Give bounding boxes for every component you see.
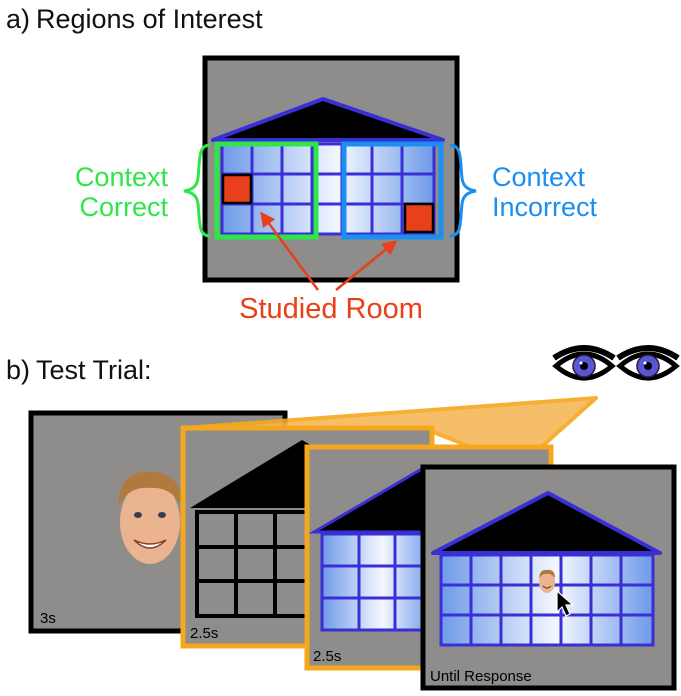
roi-context-correct [214, 141, 319, 240]
context-incorrect-label-1: Context [492, 162, 586, 192]
panel-a-letter: a) [6, 4, 30, 34]
panel-a-title: Regions of Interest [36, 4, 263, 34]
panel-a: a) Regions of Interest [6, 4, 598, 325]
frame-response: Until Response [420, 464, 677, 691]
studied-room-left [221, 173, 253, 205]
studied-room-label: Studied Room [239, 293, 423, 325]
duration-label-2: 2.5s [190, 625, 218, 642]
mouse-cursor-icon [556, 589, 575, 617]
panel-b: b) Test Trial: 3s [6, 345, 680, 691]
arrow-to-left-room [260, 211, 320, 291]
eye-icon [552, 345, 616, 381]
studied-room-right [403, 202, 435, 234]
room-grid-a [220, 142, 436, 236]
duration-label-3: 2.5s [313, 648, 341, 665]
eye-icon [616, 345, 680, 381]
face-photo [539, 569, 555, 593]
context-incorrect-label-2: Incorrect [492, 192, 598, 222]
roof-a [211, 97, 445, 142]
brace-blue [449, 143, 477, 238]
duration-label-1: 3s [40, 610, 56, 627]
panel-b-title: Test Trial: [36, 355, 152, 385]
context-correct-label-2: Correct [79, 192, 168, 222]
room-grid-b [439, 553, 655, 647]
arrow-to-right-room [335, 240, 398, 291]
panel-b-letter: b) [6, 355, 30, 385]
roi-context-incorrect [341, 141, 444, 240]
context-correct-label-1: Context [75, 162, 169, 192]
duration-label-4: Until Response [430, 668, 532, 685]
face-photo [118, 471, 182, 564]
brace-green [183, 143, 211, 238]
